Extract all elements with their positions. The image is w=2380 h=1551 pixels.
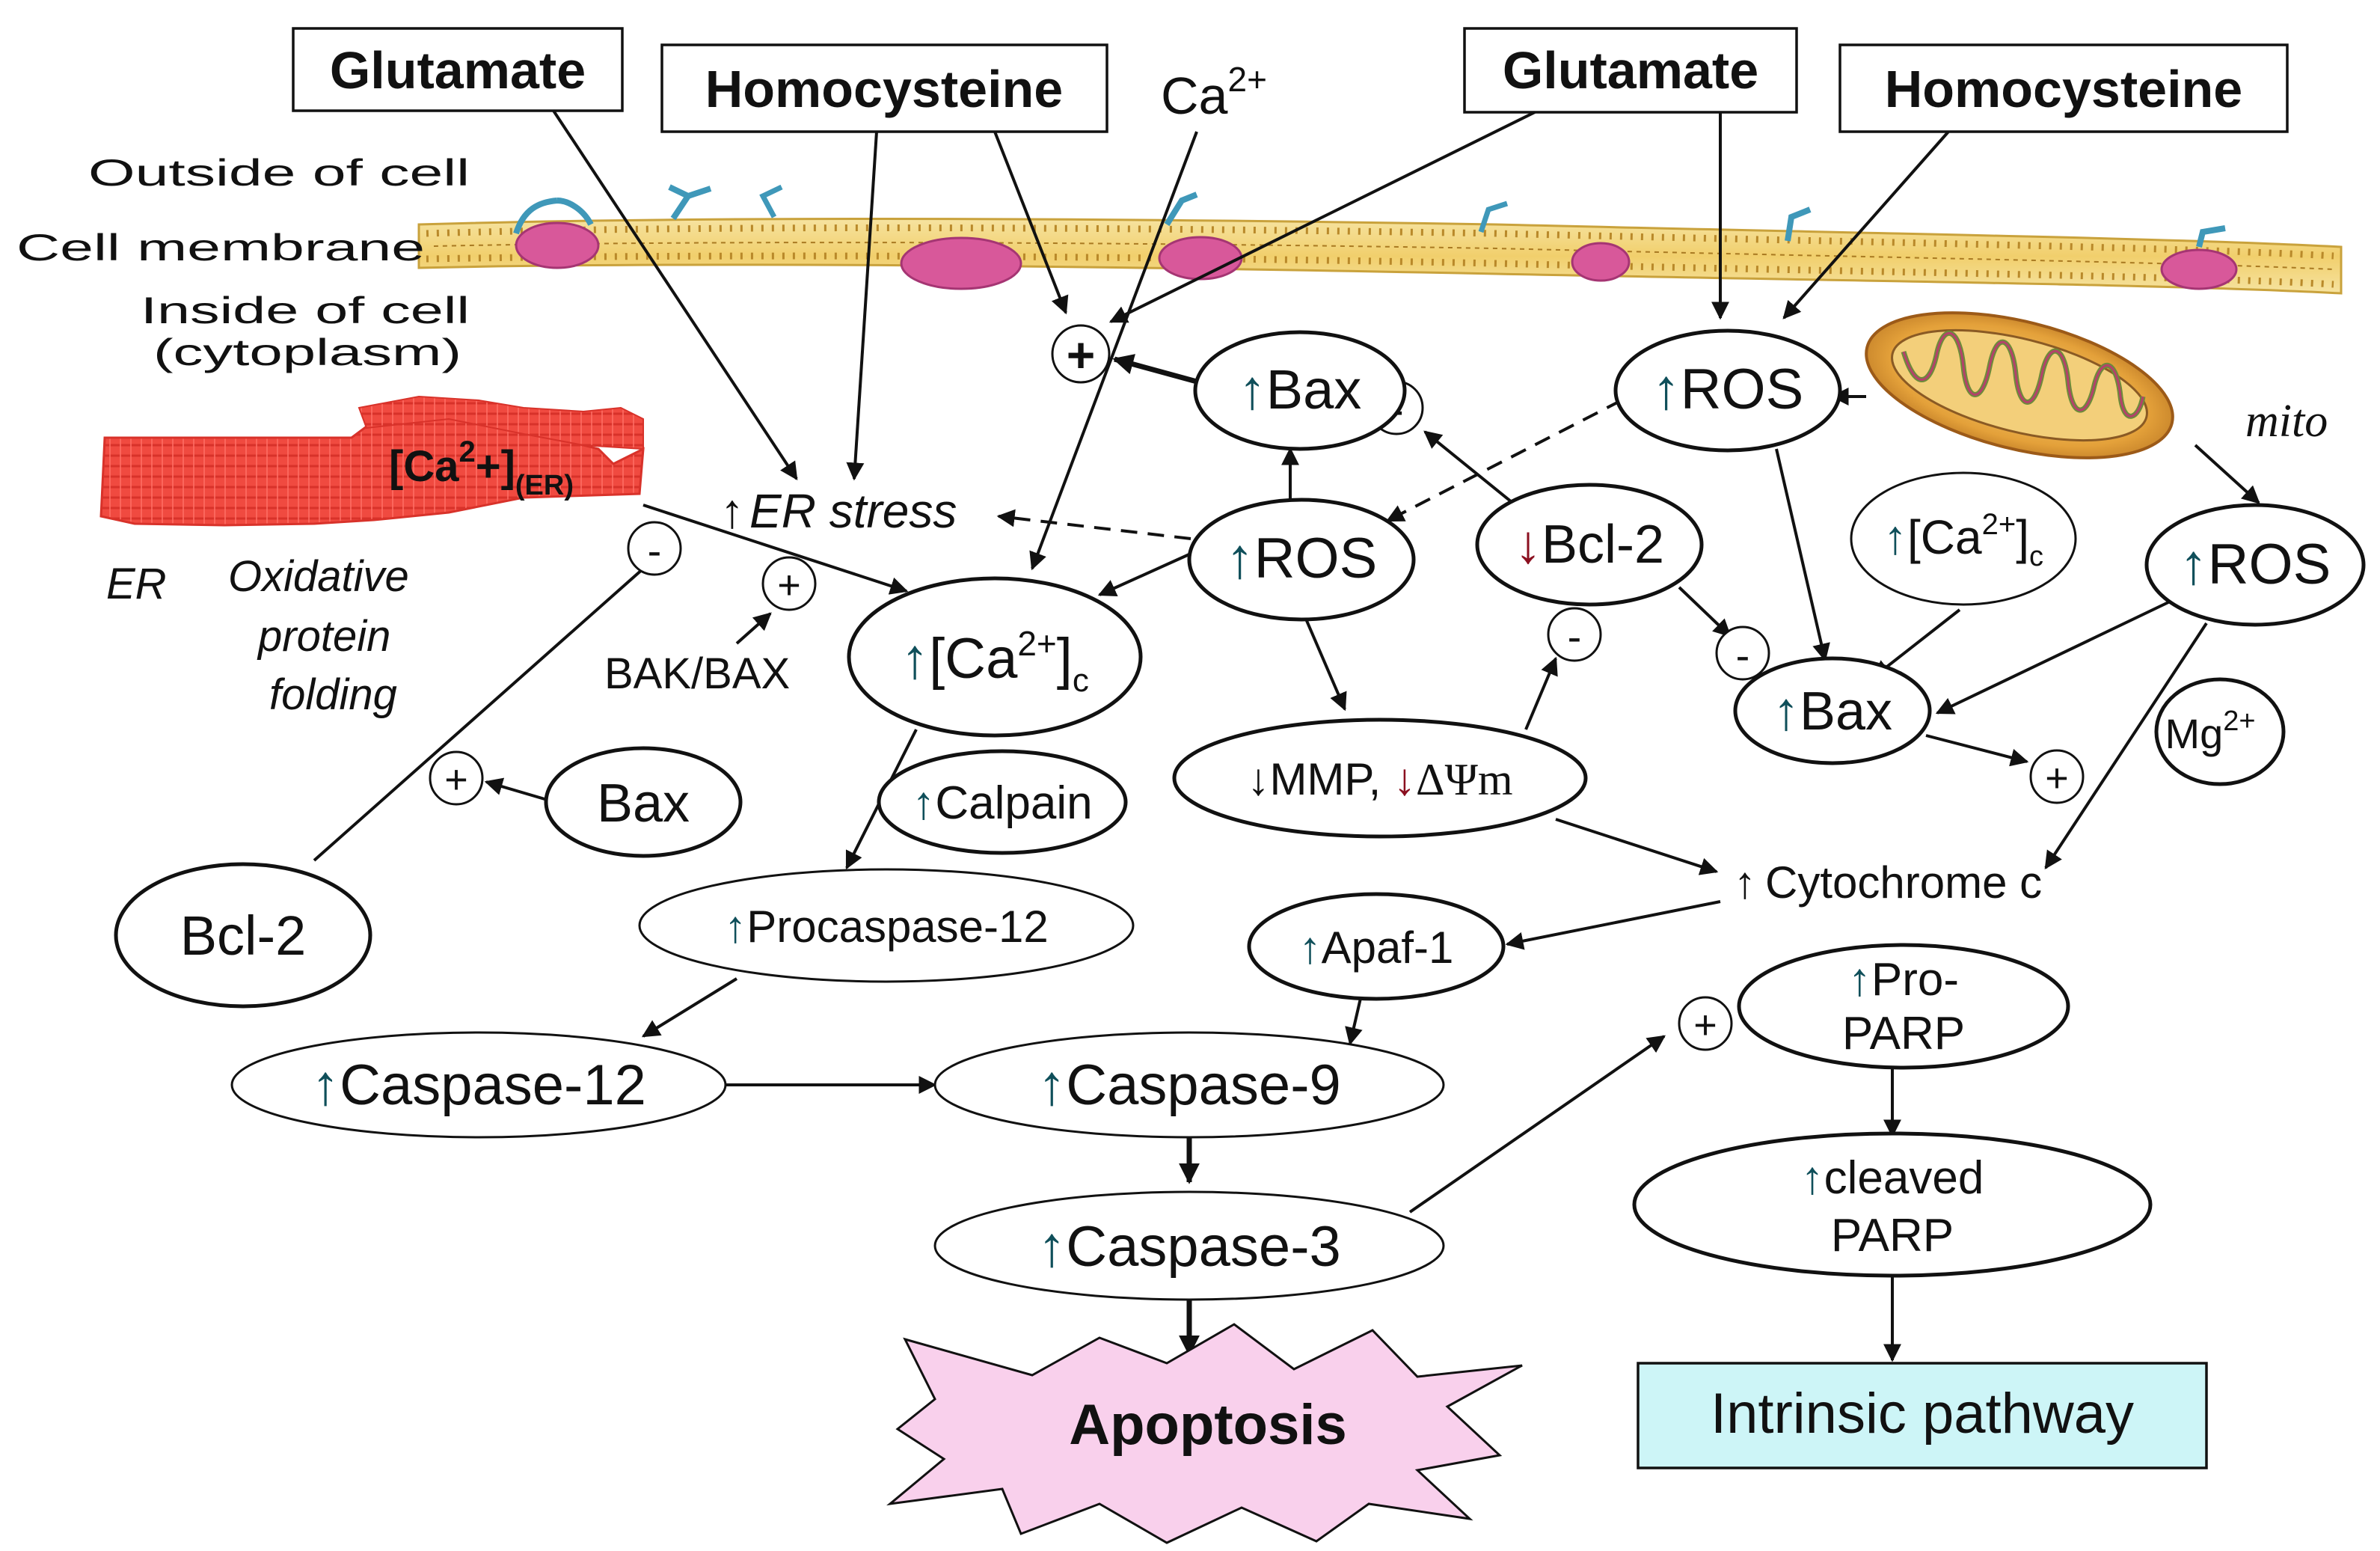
folding-label: folding (269, 670, 397, 719)
calpain-node: ↑Calpain (877, 749, 1128, 855)
calcium-cytosolic-node: ↑[Ca2+]c (847, 576, 1143, 738)
svg-text:ER stress: ER stress (749, 484, 957, 538)
svg-text:↑: ↑ (720, 484, 744, 538)
svg-text:↑ROS: ↑ROS (1226, 527, 1378, 590)
apoptosis-burst: Apoptosis (886, 1323, 1523, 1544)
bax-right-node: ↑Bax (1733, 656, 1932, 765)
er-label: ER (106, 560, 167, 608)
svg-text:↑Caspase-12: ↑Caspase-12 (311, 1053, 646, 1117)
outside-of-cell-label: Outside of cell (88, 152, 470, 194)
sign-plus-bax-right: + (2029, 749, 2085, 804)
calcium-outside-label: Ca2+ (1161, 60, 1267, 125)
sign-plus-bax-left: + (429, 750, 484, 806)
svg-text:↓Bcl-2: ↓Bcl-2 (1515, 515, 1664, 575)
svg-text:Mg2+: Mg2+ (2165, 706, 2255, 757)
svg-text:Glutamate: Glutamate (330, 41, 586, 100)
svg-text:↑Procaspase-12: ↑Procaspase-12 (724, 902, 1049, 952)
svg-text:Bax: Bax (597, 774, 690, 833)
svg-text:↑Calpain: ↑Calpain (912, 777, 1092, 829)
endoplasmic-reticulum (99, 395, 645, 527)
glutamate-left-box: Glutamate (292, 27, 624, 112)
caspase9-node: ↑Caspase-9 (933, 1031, 1445, 1139)
svg-text:↑ROS: ↑ROS (2180, 533, 2331, 596)
mitochondrion: mito (1865, 311, 2328, 459)
svg-text:↑[Ca2+]c: ↑[Ca2+]c (901, 624, 1089, 699)
svg-text:Intrinsic pathway: Intrinsic pathway (1711, 1382, 2134, 1446)
sign-minus-er: - (627, 521, 682, 576)
protein-label: protein (257, 612, 390, 661)
cytochrome-c-label: ↑ Cytochrome c (1734, 857, 2042, 908)
svg-text:-: - (1736, 631, 1750, 679)
er-calcium-label: [Ca2+](ER) (389, 435, 574, 501)
edges (313, 109, 2260, 1362)
homocysteine-left-box: Homocysteine (660, 43, 1108, 133)
svg-text:PARP: PARP (1831, 1210, 1954, 1261)
svg-text:+: + (777, 563, 801, 608)
caspase12-node: ↑Caspase-12 (230, 1031, 727, 1139)
sign-minus-bax-right: - (1715, 625, 1770, 681)
svg-text:+: + (1693, 1003, 1717, 1047)
ros-mid-node: ↑ROS (1187, 498, 1416, 622)
svg-text:↓MMP, ↓ΔΨm: ↓MMP, ↓ΔΨm (1247, 754, 1512, 804)
glutamate-right-box: Glutamate (1463, 27, 1798, 114)
cell-membrane-label: Cell membrane (16, 227, 425, 269)
svg-text:Glutamate: Glutamate (1503, 41, 1758, 100)
magnesium-node: Mg2+ (2154, 677, 2286, 786)
svg-text:-: - (648, 527, 662, 574)
svg-text:↑Caspase-9: ↑Caspase-9 (1037, 1053, 1341, 1117)
svg-text:PARP: PARP (1842, 1008, 1965, 1059)
mmp-node: ↓MMP, ↓ΔΨm (1172, 718, 1588, 839)
svg-text:↑Caspase-3: ↑Caspase-3 (1037, 1215, 1341, 1279)
inside-of-cell-label: Inside of cell (141, 290, 470, 331)
svg-text:Homocysteine: Homocysteine (705, 60, 1063, 118)
svg-text:Homocysteine: Homocysteine (1885, 60, 2242, 118)
mito-label: mito (2245, 396, 2328, 447)
svg-text:↑ROS: ↑ROS (1652, 358, 1804, 421)
svg-text:↑[Ca2+]c: ↑[Ca2+]c (1883, 508, 2043, 572)
cell-membrane (417, 184, 2343, 295)
svg-text:+: + (444, 757, 468, 802)
ros-top-right-node: ↑ROS (1613, 328, 1842, 453)
bak-bax-label: BAK/BAX (604, 649, 790, 698)
sign-plus-bakbax: + (761, 556, 817, 611)
apaf1-node: ↑Apaf-1 (1247, 892, 1506, 1001)
svg-text:Bcl-2: Bcl-2 (180, 905, 307, 967)
sign-minus-bcl2-mid: - (1547, 607, 1602, 662)
caspase3-node: ↑Caspase-3 (933, 1190, 1445, 1301)
sign-plus-membrane: + (1051, 324, 1111, 384)
cleaved-parp-node: ↑cleaved PARP (1632, 1131, 2153, 1278)
svg-text:+: + (2045, 756, 2069, 801)
bax-left-node: Bax (544, 746, 743, 858)
bcl2-left-node: Bcl-2 (114, 862, 372, 1009)
homocysteine-right-box: Homocysteine (1838, 43, 2289, 133)
svg-text:Cytochrome c: Cytochrome c (1765, 857, 2042, 908)
ros-right-node: ↑ROS (2144, 503, 2366, 627)
svg-text:↑: ↑ (1734, 857, 1756, 908)
svg-text:-: - (1568, 613, 1582, 660)
svg-text:Apoptosis: Apoptosis (1069, 1393, 1347, 1457)
procaspase12-node: ↑Procaspase-12 (638, 868, 1135, 983)
bcl2-mid-node: ↓Bcl-2 (1475, 483, 1704, 607)
svg-text:↑Bax: ↑Bax (1239, 358, 1362, 420)
calcium-cytosolic-right-node: ↑[Ca2+]c (1850, 471, 2077, 606)
svg-text:↑cleaved: ↑cleaved (1801, 1152, 1984, 1204)
svg-text:[Ca2+](ER): [Ca2+](ER) (389, 435, 574, 501)
intrinsic-pathway-box: Intrinsic pathway (1637, 1362, 2208, 1469)
er-stress-label: ↑ ER stress (720, 484, 957, 538)
svg-text:+: + (1067, 327, 1096, 382)
cytoplasm-label: (cytoplasm) (153, 331, 461, 373)
pro-parp-node: ↑Pro- PARP (1737, 943, 2070, 1070)
oxidative-label: Oxidative (228, 552, 409, 601)
svg-text:↑Pro-: ↑Pro- (1848, 954, 1959, 1006)
bax-top-node: ↑Bax (1193, 330, 1407, 451)
svg-text:↑Bax: ↑Bax (1773, 682, 1892, 741)
sign-plus-proparp: + (1678, 996, 1733, 1051)
svg-text:↑Apaf-1: ↑Apaf-1 (1299, 923, 1454, 973)
svg-text:Ca2+: Ca2+ (1161, 60, 1267, 125)
